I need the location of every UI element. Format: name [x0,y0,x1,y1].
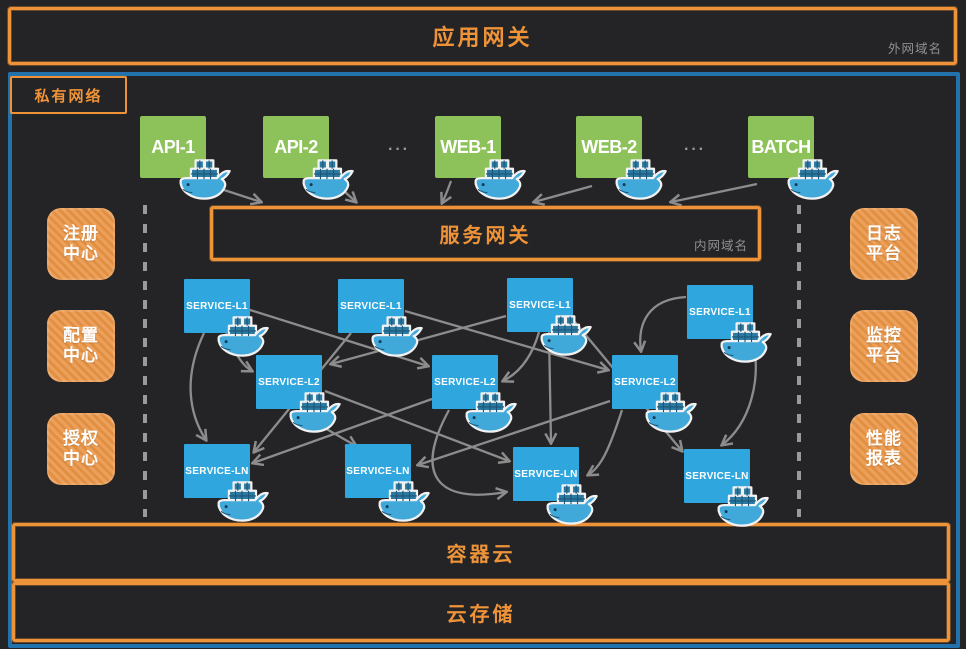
chip-line: 平台 [866,346,902,365]
service-node-label: SERVICE-L1 [186,300,248,312]
frontend-node-label: API-2 [274,136,318,157]
service-node-l2-2: SERVICE-L2 [432,355,498,409]
service-node-l1-1: SERVICE-L1 [184,279,250,333]
chip-line: 日志 [866,223,902,243]
service-node-ln-1: SERVICE-LN [184,444,250,498]
private-network-frame [8,72,960,648]
chip-line: 平台 [866,244,902,263]
ellipsis: ··· [388,141,410,158]
chip-line: 监控 [866,325,902,345]
sidebar-item-monitor-platform: 监控 平台 [850,310,918,382]
service-node-label: SERVICE-LN [685,470,749,482]
sidebar-item-config-center: 配置 中心 [47,310,115,382]
sidebar-item-auth-center: 授权 中心 [47,413,115,485]
frontend-node-web-1: WEB-1 [435,116,501,178]
cloud-storage-bar: 云存储 [12,582,950,642]
frontend-node-label: WEB-2 [581,136,637,157]
chip-line: 报表 [866,449,902,468]
service-gateway-box: 服务网关 内网域名 [210,206,761,261]
service-node-label: SERVICE-L2 [434,376,496,388]
chip-line: 配置 [63,325,99,345]
service-node-l1-3: SERVICE-L1 [507,278,573,332]
service-node-label: SERVICE-L1 [509,299,571,311]
service-node-label: SERVICE-L1 [340,300,402,312]
chip-line: 中心 [63,244,99,263]
service-node-l1-2: SERVICE-L1 [338,279,404,333]
sidebar-item-log-platform: 日志 平台 [850,208,918,280]
service-node-l1-4: SERVICE-L1 [687,285,753,339]
external-domain-note: 外网域名 [887,42,942,56]
frontend-node-label: WEB-1 [440,136,496,157]
app-gateway-title: 应用网关 [432,25,533,50]
sidebar-item-perf-report: 性能 报表 [850,413,918,485]
private-network-label: 私有网络 [10,76,127,114]
frontend-node-api-2: API-2 [263,116,329,178]
right-dashed-separator [797,205,801,517]
frontend-node-batch: BATCH [748,116,814,178]
chip-line: 注册 [63,223,99,243]
service-node-label: SERVICE-LN [185,465,249,477]
frontend-node-label: BATCH [751,136,811,157]
chip-line: 中心 [63,346,99,365]
service-node-ln-4: SERVICE-LN [684,449,750,503]
internal-domain-note: 内网域名 [693,239,748,253]
service-node-label: SERVICE-LN [346,465,410,477]
cloud-storage-title: 云存储 [446,603,516,626]
service-node-label: SERVICE-L2 [614,376,676,388]
chip-line: 性能 [866,428,902,448]
sidebar-item-registry-center: 注册 中心 [47,208,115,280]
service-node-label: SERVICE-LN [514,468,578,480]
frontend-node-api-1: API-1 [140,116,206,178]
service-gateway-title: 服务网关 [439,225,532,247]
chip-line: 中心 [63,449,99,468]
service-node-label: SERVICE-L2 [258,376,320,388]
chip-line: 授权 [63,428,99,448]
container-cloud-bar: 容器云 [12,523,950,582]
container-cloud-title: 容器云 [446,544,516,566]
ellipsis: ··· [684,141,706,158]
app-gateway-box: 应用网关 外网域名 [8,7,957,65]
frontend-node-label: API-1 [151,136,195,157]
service-node-l2-3: SERVICE-L2 [612,355,678,409]
service-node-label: SERVICE-L1 [689,306,751,318]
left-dashed-separator [143,205,147,517]
frontend-node-web-2: WEB-2 [576,116,642,178]
service-node-l2-1: SERVICE-L2 [256,355,322,409]
service-node-ln-2: SERVICE-LN [345,444,411,498]
service-node-ln-3: SERVICE-LN [513,447,579,501]
